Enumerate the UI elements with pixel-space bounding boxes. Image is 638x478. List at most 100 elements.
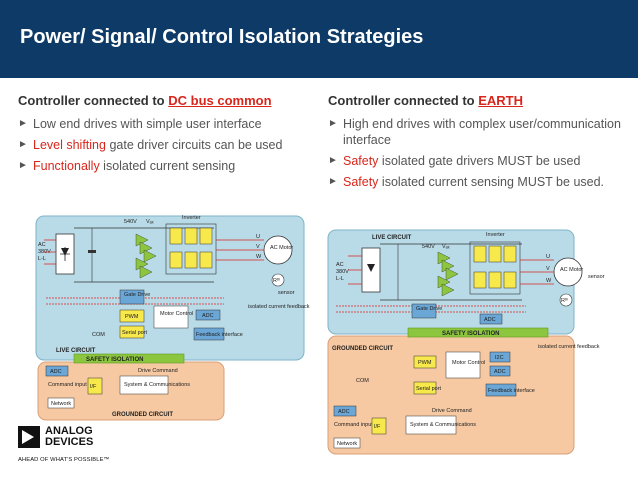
svg-text:COM: COM (356, 378, 369, 384)
right-heading-highlight: EARTH (478, 93, 524, 108)
svg-text:ADC: ADC (202, 313, 214, 319)
left-heading-prefix: Controller connected to (18, 93, 169, 108)
svg-text:Vₐₓ: Vₐₓ (442, 244, 450, 250)
right-column: Controller connected to EARTH High end d… (328, 92, 628, 195)
left-network-block (47, 397, 75, 409)
svg-text:ADC: ADC (494, 369, 506, 375)
svg-text:ADC: ADC (484, 317, 496, 323)
left-adc-block (195, 309, 221, 321)
svg-text:W: W (546, 278, 552, 284)
logo-tagline: AHEAD OF WHAT'S POSSIBLE™ (18, 457, 110, 463)
left-grounded-circuit-label: GROUNDED CIRCUIT (112, 412, 173, 418)
right-feedback-interface (485, 383, 517, 397)
svg-text:Network: Network (337, 441, 357, 447)
left-heading-highlight: DC bus common (168, 93, 272, 108)
svg-text:L-L: L-L (38, 256, 46, 262)
safety-isolation-band (407, 327, 549, 338)
right-if-block (371, 417, 387, 435)
left-gate-drive (119, 289, 145, 305)
svg-text:AC Motor: AC Motor (560, 267, 583, 273)
svg-text:V: V (256, 244, 260, 250)
svg-text:W: W (256, 254, 262, 260)
right-adc3-block (489, 365, 511, 377)
left-pwm-block (119, 309, 145, 323)
logo-mark-icon (18, 426, 40, 448)
left-bullet-list: Low end drives with simple user interfac… (18, 116, 314, 174)
left-ac-label: AC (38, 242, 46, 248)
svg-text:Feedback interface: Feedback interface (196, 332, 243, 338)
svg-text:I/F: I/F (374, 424, 381, 430)
left-bullet-3: Functionally isolated current sensing (18, 158, 314, 174)
svg-text:AC Motor: AC Motor (270, 245, 293, 251)
svg-text:L-L: L-L (336, 276, 344, 282)
right-gate-drive (411, 303, 437, 319)
title-bar: Power/ Signal/ Control Isolation Strateg… (0, 0, 638, 78)
svg-text:540V: 540V (124, 219, 137, 225)
svg-text:isolated current feedback: isolated current feedback (538, 344, 600, 350)
svg-text:Motor Control: Motor Control (452, 360, 485, 366)
logo-name: ANALOG DEVICES (45, 425, 94, 448)
svg-text:Command input: Command input (48, 382, 87, 388)
svg-text:Gate Drive: Gate Drive (416, 306, 442, 312)
left-motor-control-block (153, 305, 189, 329)
right-drive-diagram: LIVE CIRCUIT SAFETY ISOLATION AC 380V L-… (326, 226, 608, 458)
right-adc2-block (333, 405, 357, 417)
svg-text:Drive Command: Drive Command (138, 368, 178, 374)
right-heading-prefix: Controller connected to (328, 93, 479, 108)
svg-text:AC: AC (336, 262, 344, 268)
svg-text:Drive Command: Drive Command (432, 408, 472, 414)
left-bullet-1: Low end drives with simple user interfac… (18, 116, 314, 132)
svg-text:Rᵗʰ: Rᵗʰ (273, 277, 280, 284)
right-pwm-block (413, 355, 437, 369)
svg-text:sensor: sensor (588, 274, 605, 280)
page-title: Power/ Signal/ Control Isolation Strateg… (20, 26, 424, 48)
right-grounded-circuit-label: GROUNDED CIRCUIT (332, 346, 393, 352)
right-serial-port (413, 381, 437, 395)
svg-text:System & Communications: System & Communications (124, 382, 190, 388)
right-bullet-list: High end drives with complex user/commun… (328, 116, 628, 190)
right-bullet-3: Safety isolated current sensing MUST be … (328, 174, 628, 190)
svg-text:Serial port: Serial port (122, 330, 148, 336)
svg-text:isolated current feedback: isolated current feedback (248, 304, 310, 310)
analog-devices-logo: ANALOG DEVICES AHEAD OF WHAT'S POSSIBLE™ (18, 420, 138, 470)
right-network-block (333, 437, 361, 449)
svg-text:Network: Network (51, 401, 71, 407)
right-i2c-block (489, 351, 511, 363)
svg-text:540V: 540V (422, 244, 435, 250)
svg-text:Serial port: Serial port (416, 386, 442, 392)
left-drive-diagram: SAFETY ISOLATION AC 380V L-L 540V Vₐₓ In… (34, 212, 310, 422)
left-if-block (87, 377, 103, 395)
left-feedback-interface (193, 327, 225, 341)
left-inverter-label: Inverter (182, 215, 201, 221)
right-bullet-1: High end drives with complex user/commun… (328, 116, 628, 148)
svg-text:Gate Drive: Gate Drive (124, 292, 150, 298)
svg-text:ADC: ADC (50, 369, 62, 375)
svg-text:Rᵗʰ: Rᵗʰ (561, 297, 568, 304)
left-column: Controller connected to DC bus common Lo… (18, 92, 314, 179)
left-serial-port (119, 325, 145, 339)
svg-text:I/F: I/F (90, 384, 97, 390)
svg-text:U: U (256, 234, 260, 240)
svg-text:Feedback interface: Feedback interface (488, 388, 535, 394)
svg-text:PWM: PWM (418, 360, 432, 366)
svg-text:380V: 380V (336, 269, 349, 275)
svg-text:Command input: Command input (334, 422, 373, 428)
svg-text:COM: COM (92, 332, 105, 338)
right-heading: Controller connected to EARTH (328, 92, 628, 110)
right-bullet-2: Safety isolated gate drivers MUST be use… (328, 153, 628, 169)
left-heading: Controller connected to DC bus common (18, 92, 314, 110)
svg-text:U: U (546, 254, 550, 260)
right-safety-isolation-label: SAFETY ISOLATION (442, 331, 499, 337)
svg-text:sensor: sensor (278, 290, 295, 296)
svg-text:Motor Control: Motor Control (160, 311, 193, 317)
left-system-comms (119, 375, 169, 395)
right-adc-block (479, 313, 503, 325)
right-live-circuit-label: LIVE CIRCUIT (372, 235, 412, 241)
right-system-comms (405, 415, 457, 435)
svg-text:Vₐₓ: Vₐₓ (146, 219, 154, 225)
left-live-circuit-label: LIVE CIRCUIT (56, 348, 96, 354)
svg-text:PWM: PWM (125, 314, 139, 320)
right-motor-control-block (445, 351, 481, 379)
safety-isolation-band (73, 353, 185, 364)
left-adc2-block (45, 365, 69, 377)
